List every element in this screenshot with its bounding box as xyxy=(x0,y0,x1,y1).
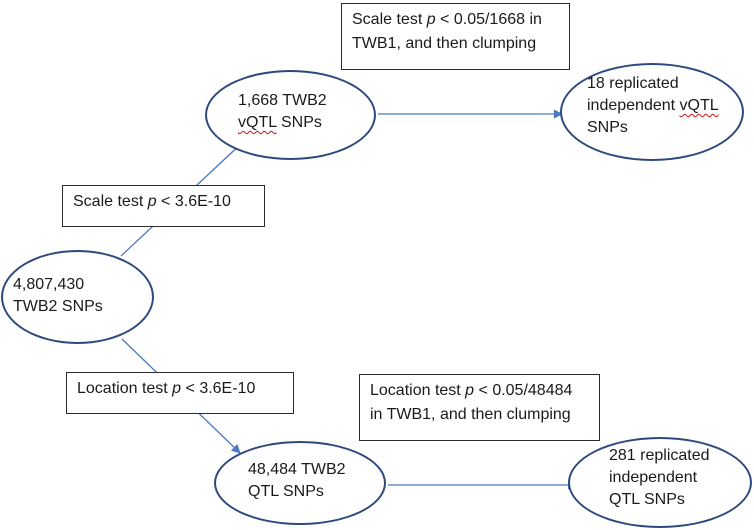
qtl-node-line2: QTL SNPs xyxy=(248,483,324,500)
qtl-node-line1: 48,484 TWB2 xyxy=(248,461,346,478)
replicated-vqtl-line2-pre: independent xyxy=(587,97,680,114)
replicated-qtl-line1: 281 replicated xyxy=(609,447,710,464)
location-replication-criterion: Location test p < 0.05/48484 in TWB1, an… xyxy=(359,374,600,441)
location-discovery-criterion: Location test p < 3.6E-10 xyxy=(66,372,294,414)
scale-disc-p: p xyxy=(147,193,157,210)
vqtl-node-line2-rest: SNPs xyxy=(276,114,322,131)
vqtl-node-line1: 1,668 TWB2 xyxy=(238,92,327,109)
loc-disc-p: p xyxy=(172,380,182,397)
scale-rep-suffix: < 0.05/1668 in xyxy=(435,11,542,28)
replicated-qtl-line3: QTL SNPs xyxy=(609,491,685,508)
replicated-qtl-line2: independent xyxy=(609,469,698,486)
scale-disc-suffix: < 3.6E-10 xyxy=(156,193,231,210)
scale-rep-p: p xyxy=(426,11,436,28)
loc-rep-prefix: Location test xyxy=(370,382,466,399)
qtl-node-ellipse: 48,484 TWB2 QTL SNPs xyxy=(214,441,386,525)
scale-rep-prefix: Scale test xyxy=(352,11,427,28)
loc-rep-line2: in TWB1, and then clumping xyxy=(370,406,571,423)
scale-rep-line2: TWB1, and then clumping xyxy=(352,35,537,52)
vqtl-node-vqtl-word: vQTL xyxy=(238,114,277,131)
replicated-vqtl-vqtl-word: vQTL xyxy=(679,97,719,114)
scale-discovery-criterion: Scale test p < 3.6E-10 xyxy=(62,185,265,227)
start-node-ellipse: 4,807,430 TWB2 SNPs xyxy=(1,250,154,344)
loc-disc-prefix: Location test xyxy=(77,380,173,397)
scale-replication-criterion: Scale test p < 0.05/1668 in TWB1, and th… xyxy=(341,3,570,70)
loc-disc-suffix: < 3.6E-10 xyxy=(181,380,256,397)
replicated-qtl-node-ellipse: 281 replicated independent QTL SNPs xyxy=(568,437,752,528)
replicated-vqtl-node-ellipse: 18 replicated independent vQTL SNPs xyxy=(560,63,744,161)
replicated-vqtl-line1: 18 replicated xyxy=(587,75,679,92)
start-node-line2: TWB2 SNPs xyxy=(13,298,103,315)
vqtl-node-ellipse: 1,668 TWB2 vQTL SNPs xyxy=(205,70,376,160)
loc-rep-suffix: < 0.05/48484 xyxy=(474,382,573,399)
scale-disc-prefix: Scale test xyxy=(73,193,148,210)
replicated-vqtl-line3: SNPs xyxy=(587,119,628,136)
loc-rep-p: p xyxy=(465,382,475,399)
start-node-line1: 4,807,430 xyxy=(13,276,85,293)
